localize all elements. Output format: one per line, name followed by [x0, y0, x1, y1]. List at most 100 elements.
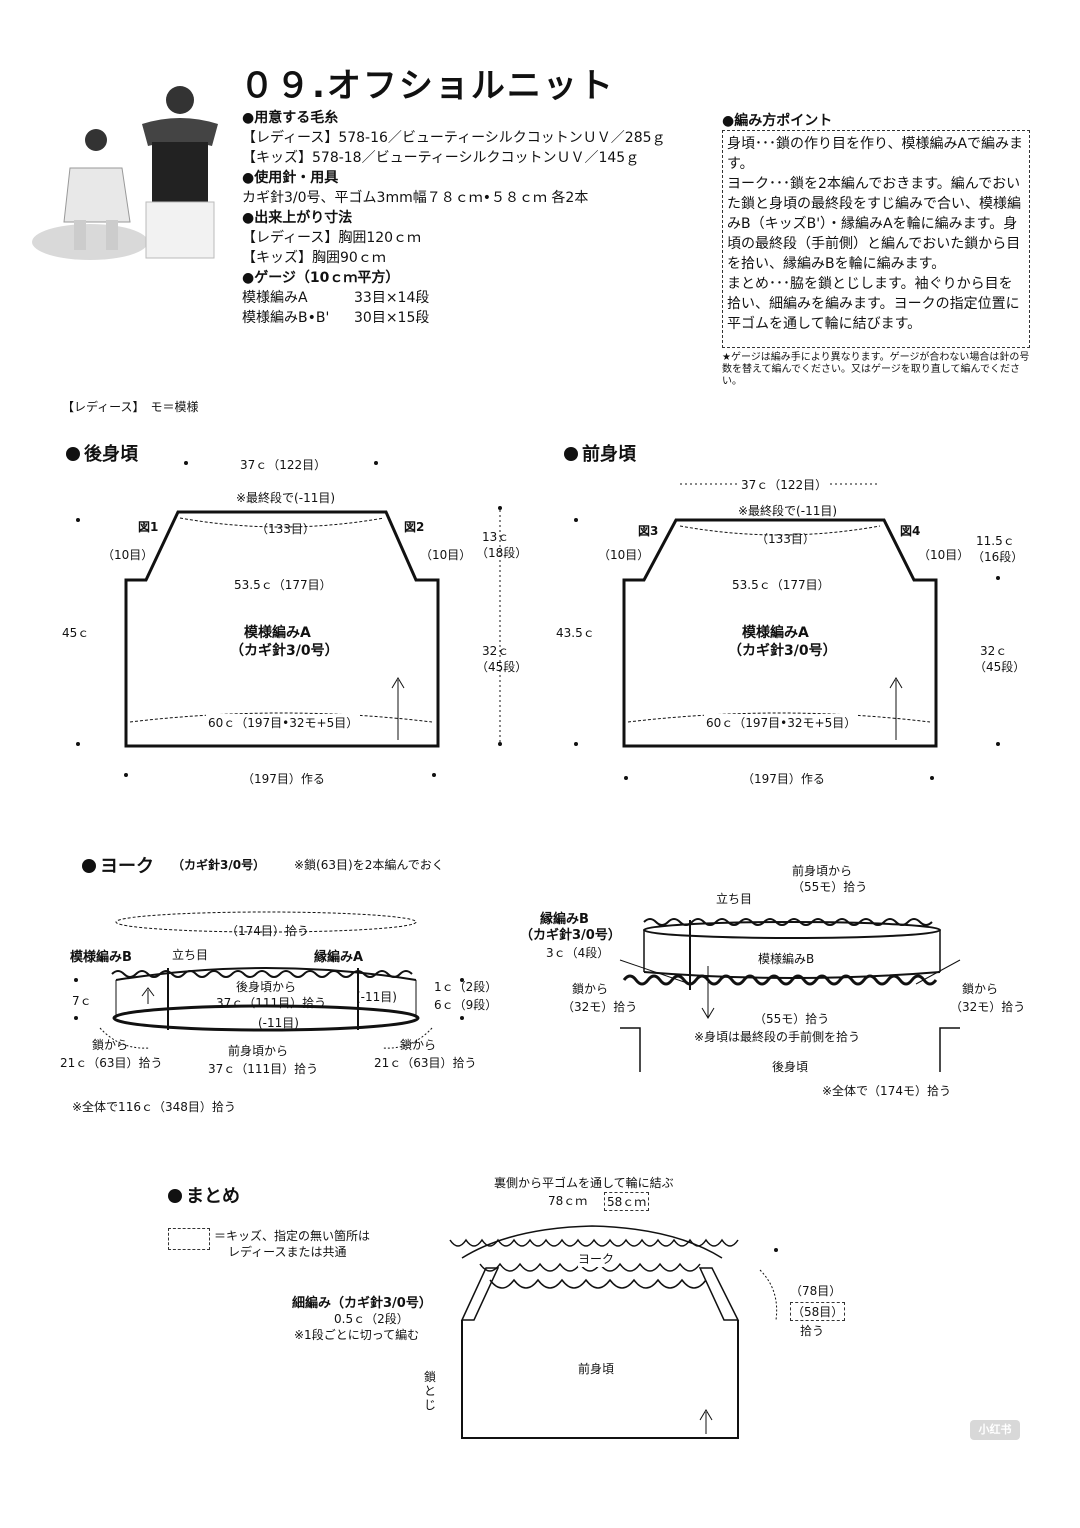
finish-pick-kids: （58目） [790, 1302, 846, 1321]
yoke-front-from: 前身頃から [228, 1044, 289, 1058]
yoke-start: 立ち目 [172, 948, 209, 962]
yoke-back-pick: 37ｃ（111目）拾う [216, 996, 327, 1010]
legend-line-2: レディースまたは共通 [228, 1245, 347, 1259]
detail-chain-right-pick: （32モ）拾う [950, 1000, 1026, 1014]
front-top-width: 37ｃ（122目） [738, 476, 831, 493]
needle-heading: ●使用針・用具 [242, 170, 339, 186]
point-finish: まとめ･･･脇を鎖とじします。袖ぐりから目を拾い、細編みを編みます。ヨークの指定… [727, 276, 1020, 332]
yoke-front-pick: 37ｃ（111目）拾う [208, 1062, 319, 1076]
back-fig-2: 図2 [404, 520, 425, 534]
finish-elastic-kids: 58ｃｍ [604, 1192, 650, 1211]
back-body-height: 32ｃ [482, 644, 510, 658]
detail-chain-right: 鎖から [962, 982, 999, 996]
front-armhole-rows: （16段） [972, 550, 1024, 564]
points-box: 身頃･･･鎖の作り目を作り、模様編みAで編みます。 ヨーク･･･鎖を2本編んでお… [722, 130, 1030, 348]
legend-line-1: ＝キッズ、指定の無い箇所は [214, 1229, 371, 1243]
back-armhole-height: 13ｃ [482, 530, 510, 544]
yoke-pattern-b: 模様編みB [70, 950, 132, 965]
point-body: 身頃･･･鎖の作り目を作り、模様編みAで編みます。 [727, 136, 1024, 172]
yoke-row-6: 6ｃ（9段） [434, 998, 498, 1012]
finish-sc: 細編み（カギ針3/0号） [292, 1296, 432, 1311]
detail-back: 後身頃 [772, 1060, 809, 1074]
spec-block: ●用意する毛糸 【レディース】578-16／ビューティーシルクコットンＵＶ／28… [242, 108, 666, 328]
yoke-dec-2: (-11目) [258, 1016, 299, 1030]
detail-chain-left-pick: （32モ）拾う [562, 1000, 638, 1014]
detail-mid-pick: （55モ）拾う [754, 1012, 830, 1026]
back-body-title: 後身頃 [84, 444, 138, 465]
size-kids: 【キッズ】胸囲90ｃｍ [242, 250, 386, 266]
finish-elastic-ladies: 78ｃｍ [548, 1194, 588, 1208]
front-armhole-height: 11.5ｃ [976, 534, 1015, 548]
front-side-right: （10目） [918, 548, 970, 562]
detail-total: ※全体で（174モ）拾う [822, 1084, 951, 1098]
points-heading: ●編み方ポイント [722, 113, 833, 129]
detail-front-pick: （55モ）拾う [792, 880, 868, 894]
finish-elastic: 裏側から平ゴムを通して輪に結ぶ [494, 1176, 674, 1190]
finish-pick-ladies: （78目） [790, 1284, 842, 1298]
front-fig-3: 図3 [638, 524, 659, 538]
front-body-title: 前身頃 [582, 444, 636, 465]
front-body-height: 32ｃ [980, 644, 1008, 658]
front-dec-note: ※最終段で(-11目) [738, 504, 838, 518]
legend-text: ＝キッズ、指定の無い箇所は レディースまたは共通 [214, 1228, 370, 1260]
back-side-right: （10目） [420, 548, 472, 562]
reference-dots [74, 461, 1000, 1252]
bullet-icon [564, 447, 578, 461]
back-pattern: 模様編みA [244, 625, 311, 641]
back-fig-1: 図1 [138, 520, 159, 534]
yoke-height: 7ｃ [72, 994, 92, 1008]
back-side-left: （10目） [102, 548, 154, 562]
gauge-b-value: 30目×15段 [354, 310, 430, 326]
finish-heading: まとめ [168, 1182, 240, 1208]
yoke-title: ヨーク [100, 856, 154, 877]
back-top-width: 37ｃ（122目） [240, 458, 327, 472]
watermark-badge: 小红书 [970, 1420, 1020, 1440]
finish-front: 前身頃 [578, 1362, 615, 1376]
ladies-label: 【レディース】 モ＝模様 [62, 400, 199, 414]
front-mid-width: 53.5ｃ（177目） [732, 578, 830, 592]
size-ladies: 【レディース】胸囲120ｃｍ [242, 230, 422, 246]
yoke-back-from: 後身頃から [236, 980, 297, 994]
yoke-chain-left-pick: 21ｃ（63目）拾う [60, 1056, 163, 1070]
yoke-heading: ヨーク [82, 852, 154, 878]
gauge-a-name: 模様編みA [242, 290, 308, 306]
back-body-heading: 後身頃 [66, 440, 138, 466]
yoke-chain-right: 鎖から [400, 1038, 437, 1052]
size-heading: ●出来上がり寸法 [242, 210, 353, 226]
front-top-stitches: （133目） [756, 532, 815, 546]
yarn-ladies: 【レディース】578-16／ビューティーシルクコットンＵＶ／285ｇ [242, 130, 666, 146]
gauge-note: ★ゲージは編み手により異なります。ゲージが合わない場合は針の号数を替えて編んでく… [722, 352, 1030, 387]
yoke-total: ※全体で116ｃ（348目）拾う [72, 1100, 236, 1114]
detail-chain-left: 鎖から [572, 982, 609, 996]
finish-sc-note: ※1段ごとに切って編む [294, 1328, 420, 1342]
finish-yoke: ヨーク [578, 1250, 615, 1267]
yoke-row-1: 1ｃ（2段） [434, 980, 498, 994]
detail-front-from: 前身頃から [792, 864, 853, 878]
model-photo [30, 72, 230, 262]
front-bottom-width: 60ｃ（197目•32モ+5目） [704, 714, 859, 731]
detail-edge-b-height: 3ｃ（4段） [546, 946, 610, 960]
photo-illustration [32, 86, 218, 260]
back-hook: （カギ針3/0号） [230, 643, 339, 659]
front-body-rows: （45段） [974, 660, 1026, 674]
front-cast-on: （197目）作る [742, 772, 825, 786]
detail-edge-b-hook: （カギ針3/0号） [520, 928, 621, 943]
yoke-circumference: （174目）拾う [226, 924, 309, 938]
gauge-b: 模様編みB•B' 30目×15段 [242, 308, 666, 328]
back-mid-width: 53.5ｃ（177目） [234, 578, 332, 592]
gauge-b-name: 模様編みB•B' [242, 310, 330, 326]
back-dec-note: ※最終段で(-11目) [236, 491, 336, 505]
yoke-chain-left: 鎖から [92, 1038, 129, 1052]
detail-note: ※身頃は最終段の手前側を拾う [694, 1030, 861, 1044]
yoke-chain-right-pick: 21ｃ（63目）拾う [374, 1056, 477, 1070]
detail-edge-b: 縁編みB [540, 912, 589, 927]
front-height: 43.5ｃ [556, 626, 595, 640]
back-armhole-rows: （18段） [476, 546, 528, 560]
needle-text: カギ針3/0号、平ゴム3mm幅７８ｃｍ•５８ｃｍ 各2本 [242, 190, 589, 206]
front-hook: （カギ針3/0号） [728, 643, 837, 659]
bullet-icon [82, 859, 96, 873]
yarn-heading: ●用意する毛糸 [242, 110, 339, 126]
yoke-dec-1: (-11目) [356, 990, 397, 1004]
